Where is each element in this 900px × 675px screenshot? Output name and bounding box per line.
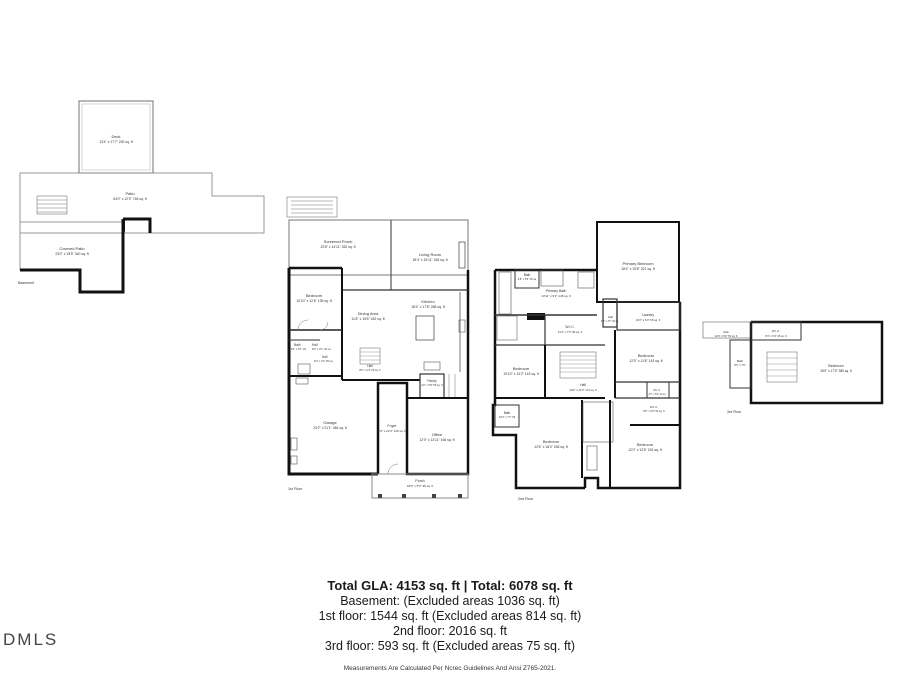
sf-bedroom-bottom-left-size: 12'6" x 18'4" 248 sq. ft	[534, 445, 568, 449]
floor-plan-drawing: Deck 13'4" x 17'7" 230 sq. ft Patio 64'0…	[18, 100, 884, 501]
sf-wic-b-size: 4'7" x 6'0" 23 sq	[649, 393, 667, 396]
ff-hall-a-name: Hall	[312, 343, 318, 347]
ff-hall-c-name: Hall	[367, 364, 373, 368]
measurement-note: Measurements Are Calculated Per Ncrec Gu…	[343, 665, 557, 672]
ff-garage-size: 23'2" x 21'1" 484 sq. ft	[313, 426, 347, 430]
sf-bath-top-name: Bath	[524, 273, 531, 277]
sf-wic-a-name: W.I.C.	[565, 325, 574, 329]
ff-dining-area-name: Dining Area	[358, 311, 379, 316]
tf-bath-size: 8'1" x 7'9"	[734, 363, 745, 367]
sf-primary-bath-name: Primary Bath	[546, 289, 567, 293]
second-floor-plan: Primary Bedroom 18'4" x 19'8" 321 sq. ft…	[491, 221, 682, 501]
ff-pantry-name: Pantry	[427, 379, 437, 383]
ff-living-room-size: 18'4" x 15'11" 248 sq. ft	[412, 258, 447, 262]
basement-area: Basement: (Excluded areas 1036 sq. ft)	[340, 594, 560, 608]
basement-patio-name: Patio	[125, 191, 135, 196]
sf-hall-a-size: 4'3" x 3'7" 20 sq	[601, 320, 619, 323]
tf-floor-label: 3rd Floor	[727, 410, 742, 414]
sf-bedroom-left-size: 10'10" x 13'2" 143 sq. ft	[503, 372, 538, 376]
area-summary: Total GLA: 4153 sq. ft | Total: 6078 sq.…	[0, 578, 900, 674]
sf-wic-c-size: 8'0" x 6'0" 53 sq. ft	[643, 409, 665, 413]
ff-living-room-name: Living Room	[419, 252, 442, 257]
ff-kitchen-name: Kitchen	[421, 299, 434, 304]
ff-hall-a-size: 8'2" x 3'1" 32 sq	[312, 347, 331, 351]
sf-wic-b-name: W.I.C.	[653, 388, 661, 392]
sf-bedroom-bottom-right-name: Bedroom	[637, 442, 654, 447]
sf-wic-a-size: 11'4" x 7'3" 82 sq. ft	[558, 330, 583, 334]
sf-hall-main-name: Hall	[580, 383, 586, 387]
ff-porch-size: 18'0" x 5'3" 95 sq. ft	[407, 484, 433, 488]
sf-bedroom-right-size: 12'0" x 11'6" 143 sq. ft	[629, 359, 662, 363]
tf-bedroom-size: 28'0" x 17'5" 385 sq. ft	[820, 369, 852, 373]
second-floor-area: 2nd floor: 2016 sq. ft	[393, 624, 507, 638]
sf-hall-main-size: 19'3" x 11'3" 174 sq. ft	[569, 388, 597, 392]
basement-covered-patio-size: 23'0" x 15'5" 340 sq. ft	[55, 252, 89, 256]
ff-floor-label: 1st Floor	[288, 487, 303, 491]
tf-attic-size: 12'0" x 5'0" 53 sq. ft	[715, 334, 738, 338]
first-floor-area: 1st floor: 1544 sq. ft (Excluded areas 8…	[318, 609, 582, 623]
basement-covered-patio-name: Covered Patio	[59, 246, 85, 251]
tf-wic-size: 8'4" x 5'4" 45 sq. ft	[765, 334, 787, 338]
sf-hall-a-name: Hall	[608, 315, 613, 319]
third-floor-area: 3rd floor: 593 sq. ft (Excluded areas 75…	[324, 639, 576, 653]
tf-wic-name: W.I.C.	[772, 329, 780, 333]
sf-primary-bath-size: 13'11" x 9'3" 148 sq. ft	[541, 294, 571, 298]
tf-bath-name: Bath	[737, 359, 744, 363]
sf-primary-bedroom-size: 18'4" x 19'8" 321 sq. ft	[621, 267, 655, 271]
ff-bath-name: Bath	[294, 343, 301, 347]
ff-porch-name: Porch	[415, 479, 424, 483]
ff-foyer-name: Foyer	[387, 424, 397, 428]
ff-office-name: Office	[432, 432, 443, 437]
ff-bath-size: 8'1" x 5'1" 33	[291, 347, 307, 351]
ff-bedroom-name: Bedroom	[306, 293, 323, 298]
ff-hall-b-size: 6'4" x 4'3" 25 sq	[314, 359, 333, 363]
ff-office-size: 12'0" x 13'11" 166 sq. ft	[419, 438, 454, 442]
ff-hall-c-size: 8'0" x 3'4" 25 sq. ft	[359, 368, 381, 372]
sf-wic-c-name: W.I.C.	[650, 405, 658, 409]
sf-bedroom-bottom-right-size: 12'0" x 12'6" 152 sq. ft	[628, 448, 662, 452]
sf-laundry-size: 10'2" x 6'3" 65 sq. ft	[636, 318, 661, 322]
sf-bath-left-size: 10'4" x 7'1" 56	[499, 415, 516, 419]
ff-screened-porch-name: Screened Porch	[324, 239, 353, 244]
third-floor-plan: Attic 12'0" x 5'0" 53 sq. ft W.I.C. 8'4"…	[702, 320, 884, 414]
basement-deck-name: Deck	[111, 134, 120, 139]
sf-bath-left-name: Bath	[504, 411, 511, 415]
sf-bedroom-bottom-left-name: Bedroom	[543, 439, 560, 444]
ff-foyer-size: 6'0" x 22'4" 130 sq. ft	[378, 429, 406, 433]
ff-dining-area-size: 11'8" x 15'5" 182 sq. ft	[351, 317, 384, 321]
dmls-logo: DMLS	[3, 630, 59, 649]
sf-laundry-name: Laundry	[642, 313, 655, 317]
sf-bedroom-left-name: Bedroom	[513, 366, 530, 371]
ff-screened-porch-size: 22'8" x 14'11" 332 sq. ft	[320, 245, 355, 249]
ff-pantry-size: 4'2" x 5'9" 55 sq. ft	[421, 383, 443, 387]
sf-floor-label: 2nd Floor	[518, 497, 534, 501]
sf-bath-top-size: 4'8" x 5'6" 26 sq	[518, 277, 537, 281]
total-gla: Total GLA: 4153 sq. ft | Total: 6078 sq.…	[327, 578, 573, 593]
tf-bedroom-name: Bedroom	[828, 364, 843, 368]
basement-plan: Deck 13'4" x 17'7" 230 sq. ft Patio 64'0…	[18, 100, 265, 294]
sf-primary-bedroom-name: Primary Bedroom	[622, 261, 654, 266]
ff-bedroom-size: 10'10" x 12'6" 135 sq. ft	[296, 299, 331, 303]
basement-deck-size: 13'4" x 17'7" 230 sq. ft	[99, 140, 133, 144]
basement-floor-label: Basement	[18, 281, 34, 285]
basement-patio-size: 64'0" x 12'0" 748 sq. ft	[113, 197, 147, 201]
ff-garage-name: Garage	[323, 420, 337, 425]
tf-attic-name: Attic	[723, 330, 729, 334]
ff-kitchen-size: 18'4" x 17'8" 288 sq. ft	[411, 305, 445, 309]
first-floor-plan: Screened Porch 22'8" x 14'11" 332 sq. ft…	[286, 196, 470, 499]
ff-hall-b-name: Hall	[322, 355, 328, 359]
sf-bedroom-right-name: Bedroom	[638, 353, 655, 358]
